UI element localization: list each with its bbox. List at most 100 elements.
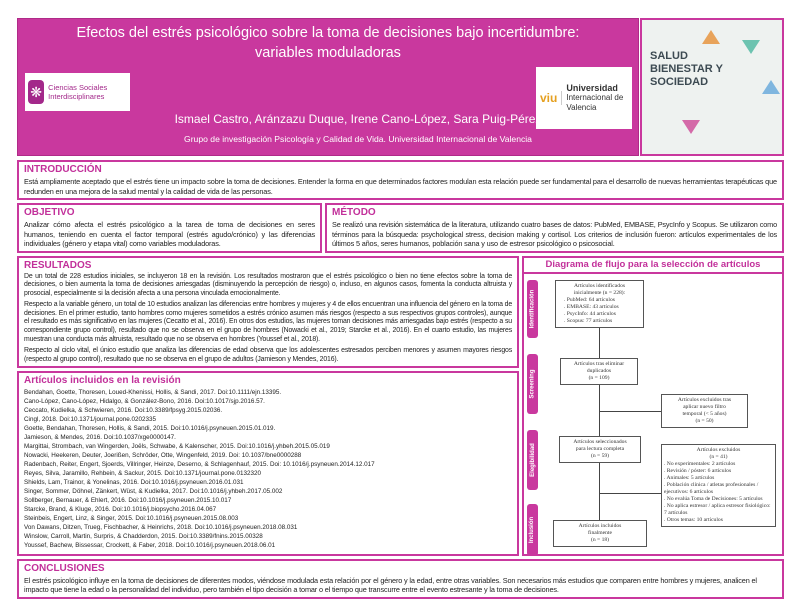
flow-box-line: . PubMed: 64 artículos	[564, 296, 615, 303]
flow-box-line: . No experimentales: 2 artículos	[664, 460, 736, 467]
flow-diagram-section: Diagrama de flujo para la selección de a…	[522, 255, 784, 556]
objective-method-row: OBJETIVO Analizar cómo afecta el estrés …	[17, 203, 784, 253]
introduction-heading: INTRODUCCIÓN	[24, 164, 102, 175]
stage-label: Inclusión	[529, 516, 536, 543]
triangle-decoration	[762, 80, 780, 94]
article-reference: Sollberger, Bernauer, & Ehlert, 2016. Do…	[24, 497, 232, 505]
stage-screening: Screening	[527, 353, 538, 414]
triangle-decoration	[702, 30, 720, 44]
stage-eligibility: Elegibilidad	[527, 429, 538, 490]
flow-box-line: (n = 41)	[709, 453, 728, 460]
article-reference: Cano-López, Cano-López, Hidalgo, & Gonzá…	[24, 398, 265, 406]
flow-box-line: . PsycInfo: 44 artículos	[564, 310, 616, 317]
article-reference: Winslow, Carroll, Martin, Surpris, & Cha…	[24, 533, 263, 541]
left-column: RESULTADOS De un total de 228 estudios i…	[17, 255, 519, 556]
flow-box-line: Artículos excluidos tras	[677, 396, 732, 403]
flow-box-line: Artículos excluidos	[696, 446, 741, 453]
affiliation: Grupo de investigación Psicología y Cali…	[184, 134, 532, 144]
flow-box-line: . EMBASE: 43 artículos	[564, 303, 619, 310]
flow-box-line: (n = 109)	[588, 374, 610, 381]
results-paragraph: Respecto al ciclo vital, el único estudi…	[24, 346, 512, 363]
flow-box-line: finalmente	[588, 529, 612, 536]
viu-name-sub: Internacional de Valencia	[566, 93, 624, 112]
article-reference: Shields, Lam, Trainor, & Yonelinas, 2016…	[24, 479, 244, 487]
flow-connector	[599, 492, 661, 494]
viu-mark: viu	[540, 91, 563, 105]
viu-name-main: Universidad	[566, 83, 618, 93]
articles-section: Artículos incluidos en la revisión Benda…	[17, 371, 519, 556]
method-section: MÉTODO Se realizó una revisión sistemáti…	[325, 203, 784, 253]
flow-box-excluded: Artículos excluidos(n = 41). No experime…	[661, 443, 776, 527]
snowflake-icon: ❋	[28, 80, 45, 104]
flow-connector	[599, 410, 661, 412]
flow-box-line: Artículos tras eliminar	[573, 360, 625, 367]
flow-box-line: inicialmente (n = 228):	[573, 289, 626, 296]
conclusions-heading: CONCLUSIONES	[24, 562, 105, 574]
conclusions-text: El estrés psicológico influye en la toma…	[24, 575, 757, 595]
article-reference: Margittai, Strombach, van Wingerden, Joë…	[24, 443, 330, 451]
flow-box-line: (n = 59)	[590, 452, 610, 459]
stage-label: Elegibilidad	[529, 442, 536, 477]
congress-logo: SALUD BIENESTAR Y SOCIEDAD	[640, 18, 784, 156]
results-paragraph: De un total de 228 estudios iniciales, s…	[24, 272, 512, 298]
article-reference: Starcke, Brand, & Kluge, 2016. Doi:10.10…	[24, 506, 217, 514]
method-heading: MÉTODO	[332, 207, 376, 218]
flow-box-line: duplicados	[586, 367, 612, 374]
article-reference: Von Dawans, Ditzen, Trueg, Fischbacher, …	[24, 524, 298, 532]
method-text: Se realizó una revisión sistemática de l…	[332, 220, 777, 248]
article-reference: Youssef, Bachew, Bissessar, Crockett, & …	[24, 542, 276, 550]
flow-box-line: (n = 18)	[590, 536, 610, 543]
flow-box-line: (n = 50)	[695, 417, 714, 424]
flow-box-line: aplicar nuevo filtro	[683, 403, 726, 410]
article-reference: Goette, Bendahan, Thoresen, Hollis, & Sa…	[24, 425, 276, 433]
article-reference: Bendahan, Goette, Thoresen, Loued-Khenis…	[24, 389, 282, 397]
poster-header: Efectos del estrés psicológico sobre la …	[17, 18, 639, 156]
flow-box-line: . Animales: 5 artículos	[664, 474, 715, 481]
flow-box-line: . Scopus: 77 artículos	[564, 317, 613, 324]
logo-text: Ciencias Sociales Interdisciplinares	[48, 83, 108, 101]
flow-box-line: Artículos identificados	[573, 282, 626, 289]
flow-box-line: para lectura completa	[575, 445, 625, 452]
flow-box-line: . Otros temas: 10 artículos	[664, 516, 723, 523]
articles-list: Bendahan, Goette, Thoresen, Loued-Khenis…	[24, 388, 512, 550]
flow-box-line: Artículos incluidos	[578, 522, 622, 529]
introduction-section: INTRODUCCIÓN Está ampliamente aceptado q…	[17, 160, 784, 200]
conclusions-section: CONCLUSIONES El estrés psicológico influ…	[17, 558, 784, 599]
article-reference: Jamieson, & Mendes, 2016. Doi:10.1037/xg…	[24, 434, 176, 442]
objective-heading: OBJETIVO	[24, 207, 75, 218]
congress-logo-text: SALUD BIENESTAR Y SOCIEDAD	[650, 50, 723, 88]
flow-box-line: . No aplica estresor / aplica estresor f…	[664, 502, 771, 516]
flow-box-line: Artículos seleccionados	[573, 438, 627, 445]
objective-text: Analizar cómo afecta el estrés psicológi…	[24, 220, 315, 248]
article-reference: Steinbeis, Engert, Linz, & Singer, 2015.…	[24, 515, 239, 523]
triangle-decoration	[742, 40, 760, 54]
poster-title: Efectos del estrés psicológico sobre la …	[76, 25, 580, 61]
results-heading: RESULTADOS	[24, 259, 92, 271]
results-row: RESULTADOS De un total de 228 estudios i…	[17, 255, 784, 556]
introduction-text: Está ampliamente aceptado que el estrés …	[24, 177, 777, 196]
flow-box-line: temporal (< 5 años)	[682, 410, 727, 417]
flow-box-line: . Población clínica / atletas profesiona…	[664, 481, 759, 495]
flow-diagram-heading: Diagrama de flujo para la selección de a…	[545, 258, 761, 270]
ciencias-sociales-logo: ❋ Ciencias Sociales Interdisciplinares	[25, 73, 130, 111]
stage-label: Screening	[529, 368, 536, 399]
objective-section: OBJETIVO Analizar cómo afecta el estrés …	[17, 203, 322, 253]
flow-box-line: . No evalúa Toma de Decisiones: 5 artícu…	[664, 495, 763, 502]
stage-identification: Identificación	[527, 279, 538, 338]
article-reference: Reyes, Silva, Jaramillo, Rehbein, & Sack…	[24, 470, 261, 478]
article-reference: Radenbach, Reiter, Engert, Sjoerds, Vill…	[24, 461, 375, 469]
article-reference: Singer, Sommer, Döhnel, Zänkert, Wüst, &…	[24, 488, 283, 496]
stage-label: Identificación	[529, 289, 536, 328]
authors: Ismael Castro, Aránzazu Duque, Irene Can…	[174, 112, 542, 126]
article-reference: Cingl, 2018. Doi:10.1371/journal.pone.02…	[24, 416, 156, 424]
triangle-decoration	[682, 120, 700, 134]
flow-connector	[599, 327, 600, 358]
article-reference: Ceccato, Kudielka, & Schwieren, 2016. Do…	[24, 407, 223, 415]
